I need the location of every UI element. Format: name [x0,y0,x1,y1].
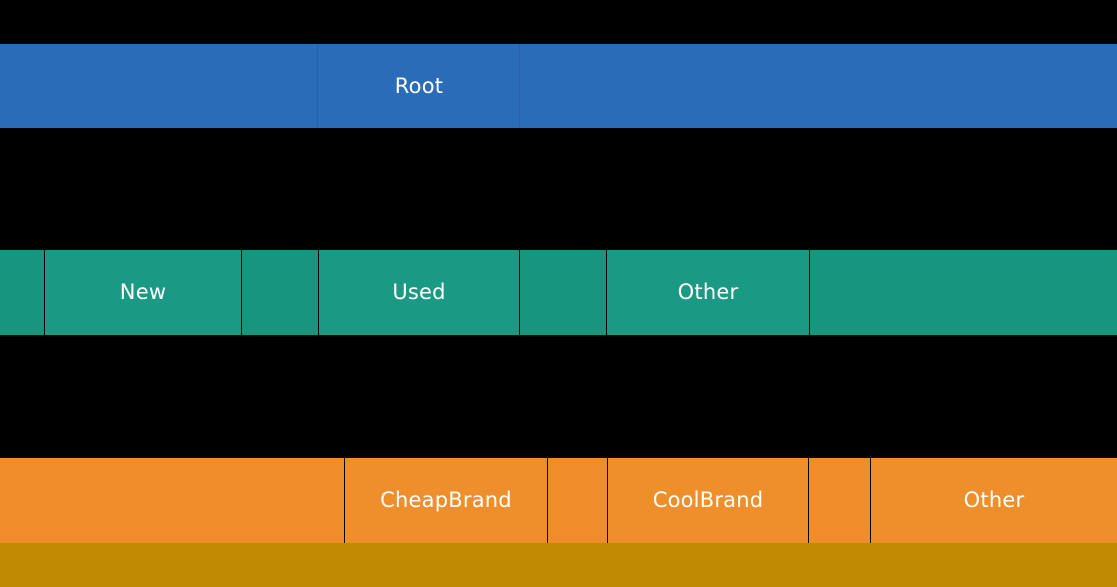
icicle-node-seam [809,250,810,335]
icicle-node-seam [606,250,607,335]
icicle-node-root[interactable]: Root [318,44,520,128]
icicle-level-brand-level: CheapBrand CoolBrand Other [0,458,1117,543]
icicle-node-seam [870,458,871,543]
icicle-node-seam [607,458,608,543]
icicle-node-root-level-0[interactable] [0,44,318,128]
icicle-node-other[interactable]: Other [607,250,809,335]
icicle-node-cheapbrand[interactable]: CheapBrand [345,458,547,543]
icicle-node-seam [241,250,242,335]
icicle-node-leaf-level-0[interactable] [0,543,1117,587]
icicle-node-seam [44,250,45,335]
icicle-node-root-level-2[interactable] [520,44,1117,128]
icicle-node-label: Other [677,280,739,304]
icicle-node-seam [317,44,318,128]
icicle-level-condition-level: New Used Other [0,250,1117,335]
icicle-node-condition-level-2[interactable] [242,250,318,335]
icicle-node-label: Used [392,280,446,304]
icicle-node-seam [519,250,520,335]
icicle-node-label: New [119,280,167,304]
icicle-node-condition-level-0[interactable] [0,250,44,335]
icicle-node-brand-level-4[interactable] [809,458,870,543]
icicle-node-seam [808,458,809,543]
icicle-node-seam [519,44,520,128]
icicle-node-seam [344,458,345,543]
icicle-node-seam [547,458,548,543]
icicle-node-other[interactable]: Other [871,458,1117,543]
icicle-node-brand-level-0[interactable] [0,458,344,543]
icicle-level-root-level: Root [0,44,1117,128]
icicle-node-condition-level-6[interactable] [810,250,1117,335]
icicle-node-brand-level-2[interactable] [548,458,607,543]
icicle-node-label: Root [394,73,444,98]
icicle-node-used[interactable]: Used [319,250,519,335]
icicle-node-label: CoolBrand [652,488,764,512]
icicle-node-condition-level-4[interactable] [520,250,606,335]
icicle-node-new[interactable]: New [45,250,241,335]
icicle-node-seam [318,250,319,335]
icicle-node-label: Other [963,488,1025,512]
icicle-node-label: CheapBrand [380,488,512,512]
icicle-level-leaf-level [0,543,1117,587]
icicle-node-coolbrand[interactable]: CoolBrand [608,458,808,543]
